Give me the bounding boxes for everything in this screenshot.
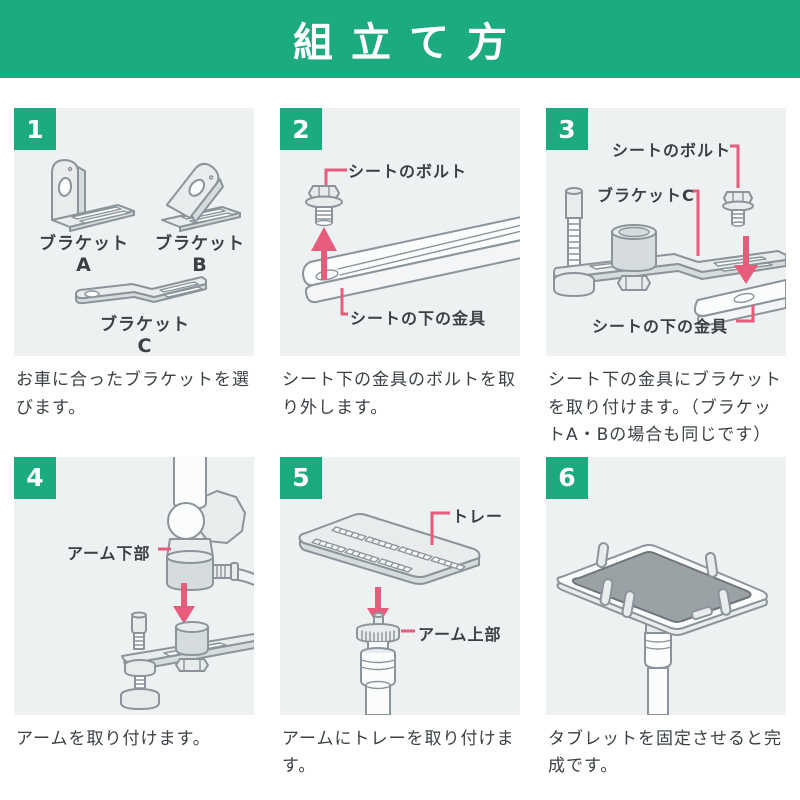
step-panel-5: 5 bbox=[280, 456, 520, 781]
step-number-badge: 4 bbox=[14, 456, 56, 499]
bracket-a-illustration bbox=[51, 159, 135, 232]
tablet-on-tray-illustration bbox=[556, 541, 768, 636]
tablet-latch bbox=[691, 605, 713, 620]
step2-caption: シート下の金具のボルトを取り外します。 bbox=[282, 370, 516, 418]
arrow-down-icon bbox=[734, 236, 758, 284]
tablet-clip bbox=[704, 551, 719, 578]
step-panel-2: 2 bbox=[280, 108, 520, 450]
arm-upper-label: アーム上部 bbox=[418, 624, 502, 644]
long-bolt-illustration bbox=[565, 187, 583, 269]
step2-illustration: 2 bbox=[280, 108, 520, 356]
seat-rail-illustration bbox=[693, 279, 786, 326]
step1-caption: お車に合ったブラケットを選びます。 bbox=[16, 370, 250, 418]
step-number-badge: 5 bbox=[280, 456, 322, 499]
step-number-badge: 1 bbox=[14, 108, 56, 150]
arrow-up-icon bbox=[311, 227, 337, 280]
step1-illustration: 1 bbox=[14, 108, 254, 358]
steps-grid: 1 bbox=[0, 78, 800, 781]
step-panel-3: 3 bbox=[546, 108, 786, 450]
arrow-down-icon bbox=[173, 582, 195, 624]
tray-label: トレー bbox=[452, 506, 504, 526]
step6-caption: タブレットを固定させると完成です。 bbox=[548, 728, 782, 777]
tablet-clip bbox=[621, 589, 636, 618]
step5-illustration-svg bbox=[298, 511, 481, 715]
tray-pointer-line bbox=[430, 511, 450, 545]
step1-illustration-svg bbox=[51, 159, 241, 305]
arm-mount-assembly bbox=[120, 611, 254, 710]
assembly-instructions-page: 組立て方 1 bbox=[0, 0, 800, 781]
seat-bolt-illustration bbox=[305, 185, 343, 227]
bracket-c-pointer-line bbox=[692, 189, 700, 256]
step5-caption: アームにトレーを取り付けます。 bbox=[282, 728, 515, 777]
step-panel-6: 6 bbox=[546, 456, 786, 781]
bracket-c-label: ブラケット C bbox=[100, 315, 190, 358]
tablet-clip bbox=[595, 541, 610, 568]
step-number-badge: 3 bbox=[546, 108, 588, 150]
seat-bolt-pointer-line bbox=[730, 144, 740, 188]
step4-illustration: 4 bbox=[14, 456, 254, 715]
step-panel-4: 4 bbox=[14, 456, 254, 781]
step6-illustration: 6 bbox=[546, 456, 786, 715]
step-panel-1: 1 bbox=[14, 108, 254, 450]
seat-bracket-pointer-line bbox=[340, 288, 348, 316]
bracket-c-assembly bbox=[553, 224, 786, 297]
seat-bracket-label: シートの下の金具 bbox=[350, 309, 487, 328]
step-number-badge: 6 bbox=[546, 456, 588, 499]
arm-upper-illustration bbox=[356, 611, 400, 715]
seat-bracket-label: シートの下の金具 bbox=[592, 317, 729, 336]
step4-caption: アームを取り付けます。 bbox=[16, 728, 211, 749]
seat-bracket-pointer-line bbox=[736, 305, 755, 323]
title-banner: 組立て方 bbox=[0, 0, 800, 78]
stand-pole-illustration bbox=[644, 619, 672, 715]
seat-bolt-label: シートのボルト bbox=[612, 141, 732, 160]
seat-bolt-pointer-line bbox=[324, 168, 347, 185]
step3-illustration: 3 bbox=[546, 108, 786, 356]
arm-lower-label: アーム下部 bbox=[67, 543, 151, 563]
seat-bolt-label: シートのボルト bbox=[348, 162, 468, 181]
step3-illustration-svg bbox=[553, 144, 786, 326]
tablet-clip bbox=[717, 587, 732, 616]
step3-caption: シート下の金具にブラケットを取り付けます。（ブラケットA・Bの場合も同じです） bbox=[548, 370, 782, 446]
bracket-c-label: ブラケットC bbox=[597, 186, 695, 205]
tablet-clip bbox=[599, 577, 614, 606]
bracket-b-illustration bbox=[161, 162, 241, 232]
step6-illustration-svg bbox=[556, 541, 768, 715]
seat-bolt-illustration bbox=[722, 191, 754, 227]
step4-illustration-svg bbox=[120, 456, 254, 710]
step-number-badge: 2 bbox=[280, 108, 322, 150]
bracket-b-label: ブラケット B bbox=[155, 234, 245, 277]
tray-illustration bbox=[298, 512, 481, 585]
step5-illustration: 5 bbox=[280, 456, 520, 715]
arm-lower-illustration bbox=[166, 456, 254, 591]
step2-illustration-svg bbox=[302, 168, 520, 316]
page-title: 組立て方 bbox=[293, 20, 525, 66]
seat-rail-illustration bbox=[302, 216, 520, 304]
bracket-a-label: ブラケット A bbox=[39, 234, 129, 277]
bracket-c-illustration bbox=[75, 276, 207, 305]
